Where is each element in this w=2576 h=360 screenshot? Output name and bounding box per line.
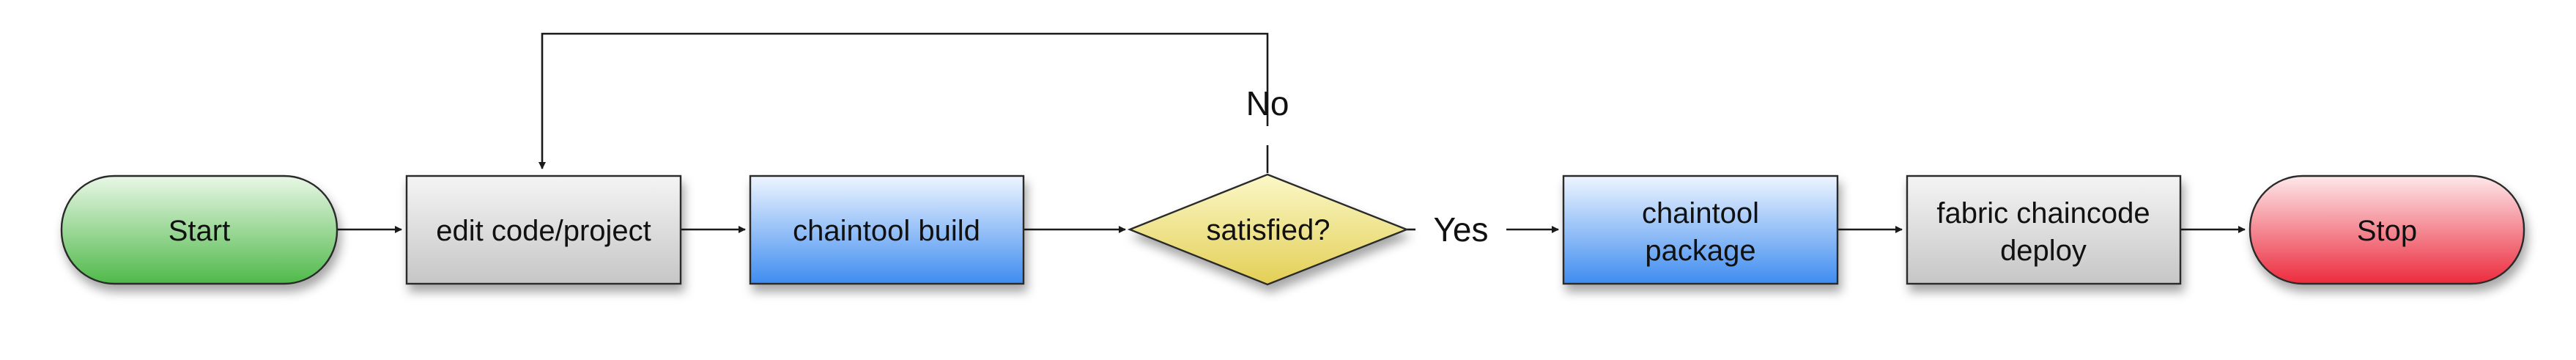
node-satisfied-decision: satisfied? (1127, 173, 1410, 286)
decision-label: satisfied? (1207, 214, 1330, 246)
package-label-line1: chaintool (1642, 197, 1759, 229)
start-terminal-shape (60, 175, 338, 285)
edge-label-yes: Yes (1433, 210, 1488, 249)
package-label-line2: package (1645, 235, 1755, 267)
node-chaintool-package: chaintool package (1562, 175, 1839, 285)
decision-diamond-shape (1127, 173, 1410, 286)
build-label: chaintool build (793, 215, 980, 247)
node-fabric-chaincode-deploy: fabric chaincode deploy (1906, 175, 2182, 285)
nodes: Start edit code/project chaintool build … (60, 173, 2525, 286)
edge-no-loop-upper (538, 32, 1269, 169)
node-edit-code-project: edit code/project (405, 175, 682, 285)
deploy-label-line2: deploy (2000, 235, 2087, 267)
deploy-label-line1: fabric chaincode (1936, 197, 2150, 229)
node-stop: Stop (2249, 175, 2525, 285)
deploy-process-shape (1906, 175, 2182, 285)
build-process-shape (749, 175, 1025, 285)
stop-terminal-shape (2249, 175, 2525, 285)
package-process-shape (1562, 175, 1839, 285)
start-label: Start (169, 215, 230, 247)
edit-process-shape (405, 175, 682, 285)
edge-labels: No Yes (1246, 84, 1489, 249)
edge-label-no: No (1246, 84, 1289, 122)
node-start: Start (60, 175, 338, 285)
edit-label: edit code/project (436, 215, 651, 247)
stop-label: Stop (2357, 215, 2417, 247)
node-chaintool-build: chaintool build (749, 175, 1025, 285)
